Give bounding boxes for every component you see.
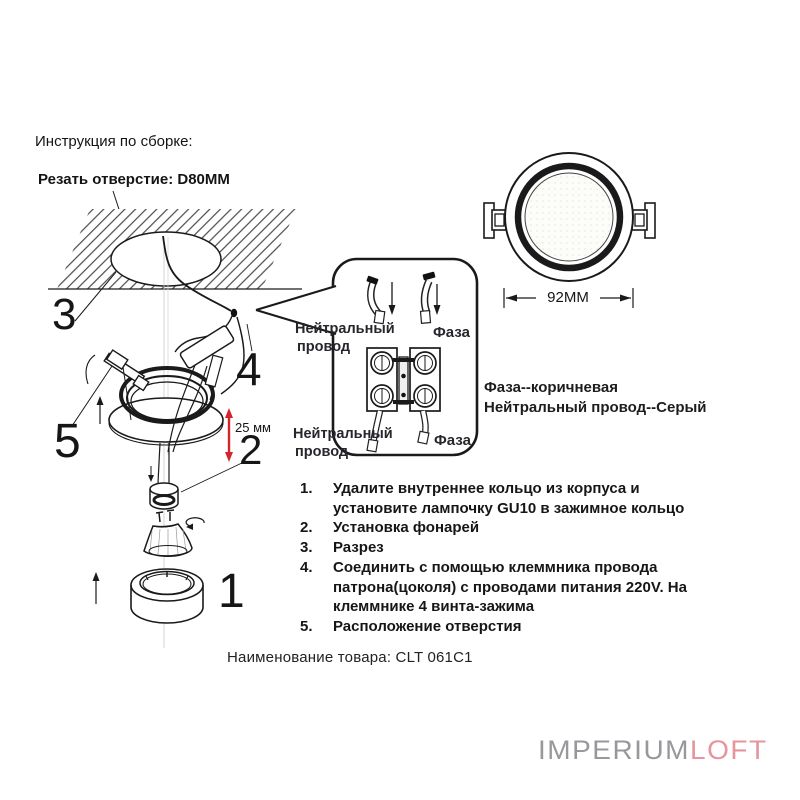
instruction-text: Установка фонарей	[333, 519, 480, 537]
product-name: Наименование товара: CLT 061C1	[227, 649, 473, 666]
step-number-4: 4	[236, 343, 262, 395]
instruction-list: 1. Удалите внутреннее кольцо из корпуса …	[300, 479, 702, 637]
depth-arrow	[225, 408, 233, 462]
step-number-3: 3	[52, 290, 77, 339]
instruction-text: Соединить с помощью клеммника провода па…	[333, 558, 687, 616]
cut-hole-label: Резать отверстие: D80MM	[38, 171, 230, 188]
socket-opening	[152, 494, 176, 506]
up-arrow-icon	[96, 396, 104, 424]
bubble-bottom-wires	[366, 410, 430, 453]
speech-bubble	[255, 257, 479, 457]
neutral-wire-label-bottom-line1: Нейтральный	[293, 426, 393, 442]
terminal-screws	[370, 351, 437, 408]
step-number-5: 5	[54, 415, 81, 468]
clip-rotation-arc	[85, 354, 96, 385]
bubble-top-wires	[366, 271, 441, 325]
neutral-color-note: Нейтральный провод--Серый	[484, 399, 707, 416]
phase-color-note: Фаза--коричневая	[484, 379, 619, 396]
assembly-title: Инструкция по сборке:	[35, 133, 193, 150]
neutral-wire-label-top-line2: провод	[297, 339, 351, 355]
instruction-item-1: 1. Удалите внутреннее кольцо из корпуса …	[300, 479, 702, 518]
downlight-top-view	[483, 152, 656, 308]
phase-wire-label-top: Фаза	[433, 324, 470, 341]
rotate-arrow-icon	[185, 517, 205, 530]
fixture-housing-drawing	[71, 325, 235, 453]
step3-leader-line	[74, 271, 117, 322]
step4-leader-line	[246, 323, 253, 352]
terminal-block	[366, 347, 441, 412]
socket-top	[149, 482, 179, 496]
instruction-text: Расположение отверстия	[333, 617, 522, 635]
up-arrow-icon-2	[92, 572, 100, 604]
internal-wire-2	[172, 365, 208, 453]
brand-logo-pink-part: LOFT	[690, 735, 768, 765]
brand-logo-gray-part: IMPERIUM	[538, 735, 690, 765]
inner-trim-ring	[130, 568, 204, 624]
instruction-number: 2.	[300, 519, 313, 537]
diffuser-lens	[524, 172, 614, 262]
instruction-text: Разрез	[333, 539, 384, 557]
instruction-item-3: 3. Разрез	[300, 538, 702, 558]
housing-rim-thick	[119, 366, 215, 424]
instruction-text: Удалите внутреннее кольцо из корпуса и у…	[333, 480, 685, 517]
step-number-1: 1	[218, 565, 245, 618]
down-arrow-icon	[148, 466, 154, 482]
instruction-number: 4.	[300, 558, 313, 576]
insert-arrow-icons	[388, 282, 441, 315]
neutral-wire-label-top-line1: Нейтральный	[295, 321, 395, 337]
step-number-2: 2	[239, 426, 263, 473]
instruction-number: 3.	[300, 539, 313, 557]
gu10-bulb	[143, 509, 193, 557]
phase-wire-label-bottom: Фаза	[434, 432, 471, 449]
internal-wire-1	[167, 359, 198, 453]
instruction-number: 1.	[300, 480, 313, 497]
ceiling-section-drawing	[48, 190, 302, 322]
brand-logo: IMPERIUMLOFT	[538, 735, 768, 765]
depth-dimension-label: 25 мм	[235, 420, 271, 435]
wire-sleeve	[179, 325, 235, 388]
spring-clip	[103, 349, 150, 392]
step5-leader-line	[71, 365, 113, 427]
instruction-item-2: 2. Установка фонарей	[300, 518, 702, 538]
instruction-item-5: 5. Расположение отверстия	[300, 617, 702, 637]
diameter-dimension-label: 92MM	[536, 289, 600, 306]
mounting-hole-ellipse	[110, 231, 222, 287]
instruction-number: 5.	[300, 617, 313, 635]
socket-and-bulb-drawing	[92, 442, 247, 624]
instruction-item-4: 4. Соединить с помощью клеммника провода…	[300, 558, 702, 617]
step2-leader-line	[180, 460, 247, 493]
wire-connector-bead	[230, 308, 238, 318]
neutral-wire-label-bottom-line2: провод	[295, 444, 349, 460]
